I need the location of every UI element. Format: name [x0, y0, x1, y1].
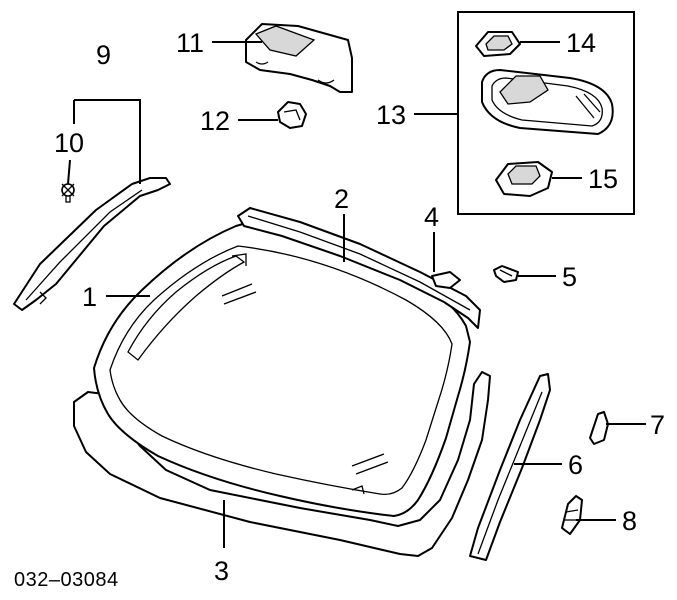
callout-15: 15 — [588, 164, 618, 194]
callout-9: 9 — [96, 40, 111, 70]
part-3-windshield-dam — [73, 371, 491, 557]
part-8-clip — [561, 495, 583, 535]
callout-2: 2 — [334, 184, 349, 214]
part-7-clip — [589, 411, 609, 445]
callout-8: 8 — [622, 506, 637, 536]
callout-1: 1 — [82, 282, 97, 312]
callout-14: 14 — [566, 28, 596, 58]
diagram-code: 032–03084 — [14, 569, 119, 591]
callout-numbers: 11 12 13 14 15 9 10 2 4 5 1 3 6 7 8 — [54, 28, 665, 586]
part-11-visor-hanger — [245, 23, 353, 93]
part-1-windshield — [93, 221, 471, 517]
callout-13: 13 — [376, 100, 406, 130]
part-2-upper-molding — [237, 207, 481, 329]
part-15-mirror-base — [495, 161, 553, 197]
part-13-rearview-mirror — [481, 69, 614, 135]
callout-5: 5 — [562, 262, 577, 292]
callout-7: 7 — [650, 410, 665, 440]
part-6-side-molding — [469, 373, 551, 561]
part-10-clip — [61, 183, 75, 203]
callout-6: 6 — [568, 450, 583, 480]
callout-10: 10 — [54, 128, 84, 158]
callout-12: 12 — [200, 106, 230, 136]
part-5-fastener — [493, 265, 519, 283]
callout-11: 11 — [176, 28, 204, 58]
part-9-pillar-garnish — [13, 177, 171, 311]
part-12-clip — [277, 101, 307, 129]
leader-lines — [67, 41, 646, 548]
callout-3: 3 — [214, 556, 229, 586]
part-14-mount-cover — [475, 31, 521, 57]
part-4-clip — [431, 271, 461, 289]
callout-4: 4 — [424, 202, 439, 232]
